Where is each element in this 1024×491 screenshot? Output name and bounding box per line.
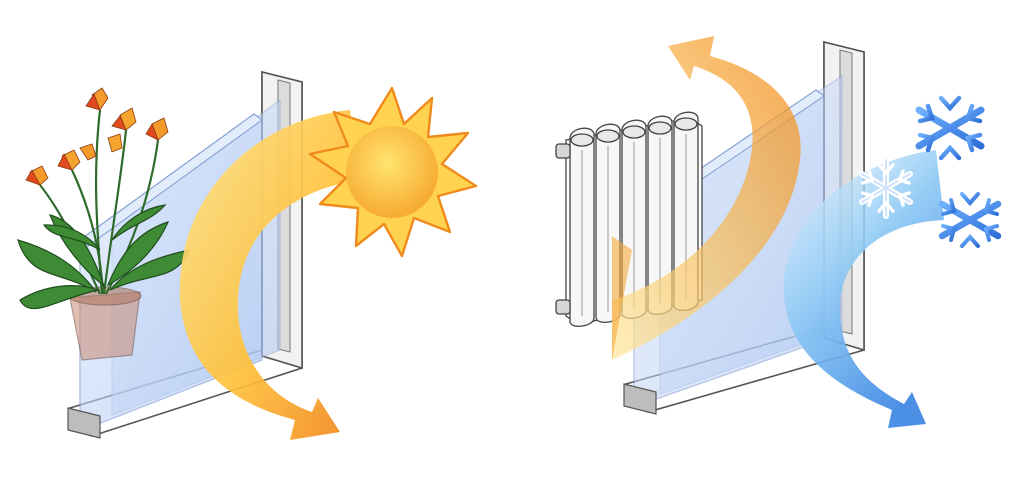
winter-scene <box>555 36 1002 428</box>
sun-ray-arrow-icon <box>179 110 360 440</box>
sun-icon <box>308 86 478 258</box>
flower-pot-icon <box>17 87 192 361</box>
snowflake-icon <box>938 184 1002 256</box>
heat-arrow-icon <box>612 36 801 360</box>
snowflake-icon <box>915 88 985 168</box>
cold-arrow-icon <box>783 150 944 428</box>
snowflake-icon <box>859 157 913 219</box>
summer-scene <box>17 70 478 440</box>
heat-arrow-tail <box>612 236 632 360</box>
